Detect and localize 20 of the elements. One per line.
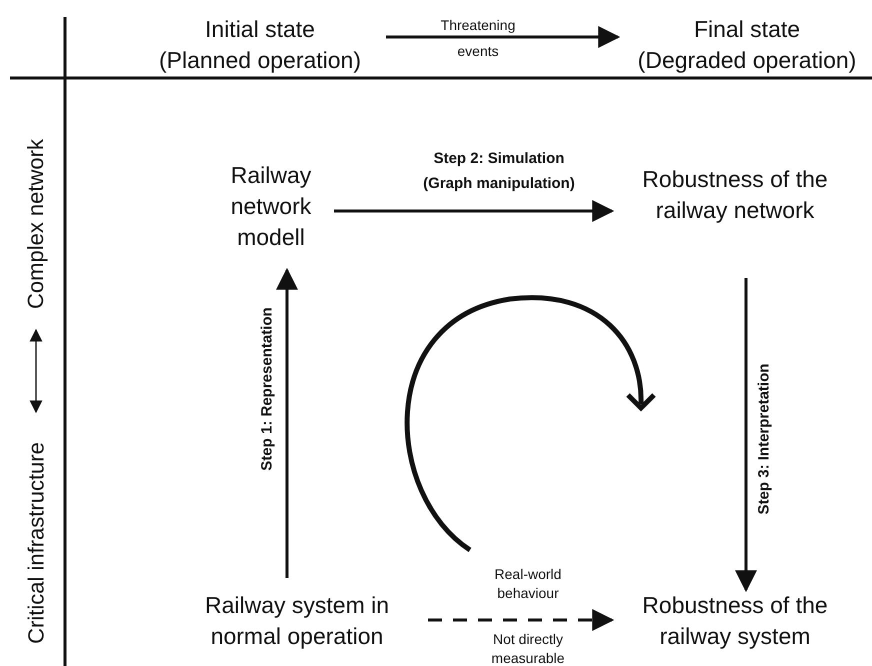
- axis-label: Critical infrastructure: [20, 420, 52, 665]
- edge-label: Threatening events: [440, 16, 516, 61]
- note-label: Not directly measurable: [490, 630, 566, 666]
- arrow: [334, 200, 614, 222]
- arrow: [30, 328, 42, 414]
- arrow: [386, 26, 620, 48]
- arrow: [276, 268, 298, 578]
- node-label: Railway network modell: [214, 160, 328, 258]
- edge-label: Step 2: Simulation (Graph manipulation): [422, 149, 576, 194]
- arrow: [428, 609, 614, 631]
- node-label: Robustness of the railway system: [618, 590, 852, 654]
- axis-label: Complex network: [20, 118, 52, 330]
- node-label: Railway system in normal operation: [172, 590, 422, 654]
- node-label: Robustness of the railway network: [618, 164, 852, 230]
- edge-label: Step 3: Interpretation: [754, 362, 774, 516]
- node-label: Final state (Degraded operation): [624, 14, 870, 76]
- node-label: Initial state (Planned operation): [140, 14, 380, 80]
- edge-label: Step 1: Representation: [258, 306, 276, 473]
- edge-label: Real-world behaviour: [494, 565, 562, 603]
- arrow: [735, 278, 757, 592]
